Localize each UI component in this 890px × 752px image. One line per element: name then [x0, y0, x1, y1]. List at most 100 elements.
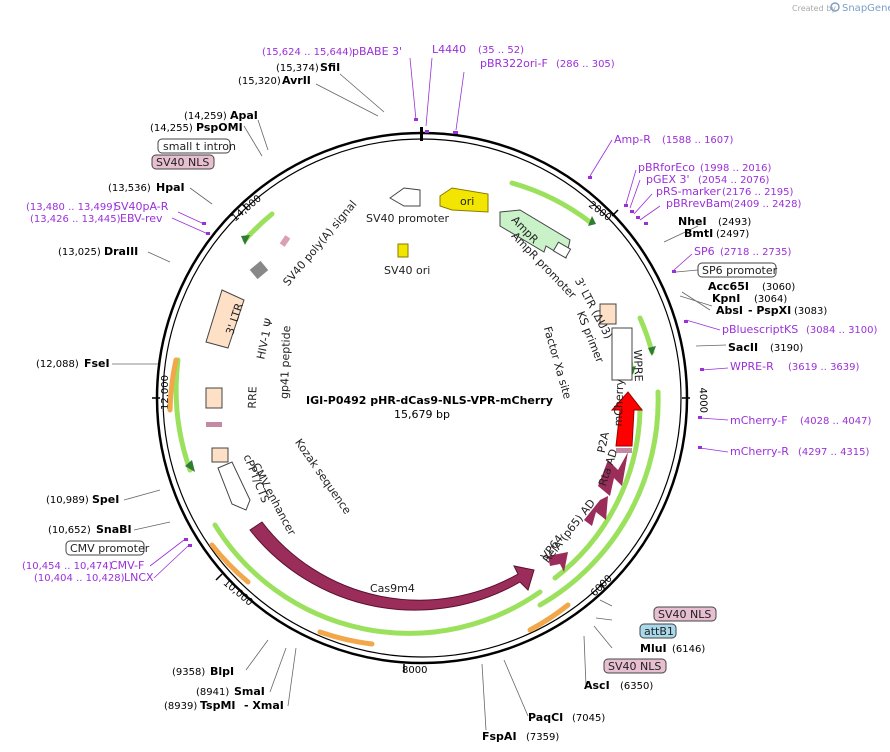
- enzyme-name: BlpI: [210, 665, 234, 678]
- enzyme-pos: (3190): [770, 343, 803, 354]
- mcherry-arrow: [610, 391, 644, 447]
- enzyme-pos: (7045): [572, 713, 605, 724]
- plasmid-name: IGI-P0492 pHR-dCas9-NLS-VPR-mCherry: [306, 394, 553, 407]
- orange-arc: [209, 542, 251, 585]
- ltr3-box: [205, 289, 245, 349]
- ltr3-au3-box: [599, 303, 617, 325]
- enzyme-pos: (13,025): [58, 247, 101, 258]
- primer-range: (2054 .. 2076): [698, 175, 770, 186]
- primer-range: (1588 .. 1607): [662, 135, 734, 146]
- enzyme-name: - XmaI: [244, 699, 284, 712]
- enzyme-name: ApaI: [230, 109, 258, 122]
- enzyme-name: FseI: [84, 357, 110, 370]
- primer-name: pBR322ori-F: [480, 57, 548, 70]
- sv40-nls-box: [603, 658, 667, 674]
- orange-arc: [317, 629, 375, 647]
- enzyme-pos: (13,536): [108, 183, 151, 194]
- primer-name: SV40pA-R: [114, 200, 169, 213]
- primer-name: EBV-rev: [120, 212, 163, 225]
- primer-leader-lines: [149, 57, 729, 579]
- primer-range: (2718 .. 2735): [720, 247, 792, 258]
- primer-name: Amp-R: [614, 133, 651, 146]
- enzyme-pos: (3083): [794, 306, 827, 317]
- enzyme-name: SfiI: [320, 61, 340, 74]
- primer-range: (4028 .. 4047): [800, 416, 872, 427]
- primer-name: WPRE-R: [730, 360, 774, 373]
- primer-name: pBRforEco: [638, 161, 695, 174]
- gp41-label: gp41 peptide: [278, 325, 294, 399]
- p2a-label: P2A: [595, 430, 612, 454]
- sv40-nls-label: SV40 NLS: [658, 608, 711, 621]
- primer-name: pBABE 3': [352, 45, 402, 58]
- primer-name: pGEX 3': [646, 173, 690, 186]
- primer-range: (15,624 .. 15,644): [262, 47, 353, 58]
- enzyme-name: DraIII: [104, 245, 138, 258]
- logo-brand-text: SnapGene: [842, 3, 890, 14]
- green-arc: [552, 407, 643, 581]
- sv40-nls-label: SV40 NLS: [156, 156, 209, 169]
- orange-arcs: [167, 357, 571, 647]
- sv40-nls-box: [653, 606, 717, 622]
- logo-small-text: Created by: [792, 4, 836, 13]
- relA-arrow: [584, 496, 608, 526]
- green-arrowheads: [185, 216, 656, 472]
- sv40-promoter-arrow: [389, 187, 421, 207]
- green-arcs: [173, 180, 661, 636]
- primer-name: LNCX: [124, 571, 154, 584]
- kozak-label: Kozak sequence: [292, 436, 354, 516]
- enzyme-name: PspOMI: [196, 121, 243, 134]
- enzyme-pos: (15,374): [276, 63, 319, 74]
- primer-range: (1998 .. 2016): [700, 163, 772, 174]
- enzyme-name: - PspXI: [748, 304, 791, 317]
- enzyme-name: PaqCI: [528, 711, 563, 724]
- primer-range: (10,404 .. 10,428): [34, 573, 125, 584]
- enzyme-name: HpaI: [156, 181, 185, 194]
- enzyme-pos: (2497): [716, 229, 749, 240]
- enzyme-name: BmtI: [684, 227, 713, 240]
- primer-name: L4440: [432, 43, 466, 56]
- cmv-promoter-label: CMV promoter: [70, 542, 150, 555]
- wpre-label: WPRE: [631, 349, 645, 382]
- primer-range: (286 .. 305): [556, 59, 615, 70]
- rre-label: RRE: [246, 386, 260, 409]
- origin-marker: [420, 127, 423, 141]
- enzyme-pos: (3064): [754, 294, 787, 305]
- small-t-intron-box: [157, 138, 231, 154]
- cmv-promoter-box: [65, 540, 145, 556]
- sv40-ori-label: SV40 ori: [384, 264, 430, 277]
- sv40-ori-box: [397, 243, 409, 258]
- enzyme-name: TspMI: [200, 699, 236, 712]
- enzyme-name: SpeI: [92, 493, 119, 506]
- green-arc: [537, 389, 661, 608]
- primer-name: mCherry-F: [730, 414, 788, 427]
- enzyme-name: SnaBI: [96, 523, 132, 536]
- primer-range: (2409 .. 2428): [730, 199, 802, 210]
- primer-name: pBluescriptKS: [722, 323, 798, 336]
- tick-label: 12,000: [160, 375, 171, 410]
- ampr-promoter-box: [552, 241, 572, 259]
- enzyme-name: SmaI: [234, 685, 265, 698]
- primer-name: mCherry-R: [730, 445, 789, 458]
- sv40-nls-label: SV40 NLS: [608, 660, 661, 673]
- cas9m4-label: Cas9m4: [370, 582, 415, 595]
- factor-xa-label: Factor Xa site: [541, 325, 574, 401]
- cppt-box: [211, 447, 229, 463]
- primer-name: SP6: [694, 245, 715, 258]
- enzyme-name: AscI: [584, 679, 610, 692]
- sv40-polya-label: SV40 poly(A) signal: [280, 198, 359, 289]
- leader-lines: [112, 73, 727, 731]
- cas9m4-arrow: [249, 521, 535, 611]
- primer-name: pRS-marker: [656, 185, 721, 198]
- boxed-labels: small t intron SV40 NLS CMV promoter SP6…: [65, 138, 778, 674]
- enzyme-pos: (12,088): [36, 359, 79, 370]
- snapgene-logo-icon: [830, 2, 840, 12]
- primer-range: (35 .. 52): [478, 45, 524, 56]
- enzyme-pos: (10,652): [48, 525, 91, 536]
- ori-label: ori: [460, 195, 474, 208]
- primer-name: pBRrevBam: [666, 197, 731, 210]
- enzyme-pos: (8941): [196, 687, 229, 698]
- gp41-box: [206, 422, 222, 427]
- enzyme-pos: (9358): [172, 667, 205, 678]
- green-arc: [509, 180, 593, 225]
